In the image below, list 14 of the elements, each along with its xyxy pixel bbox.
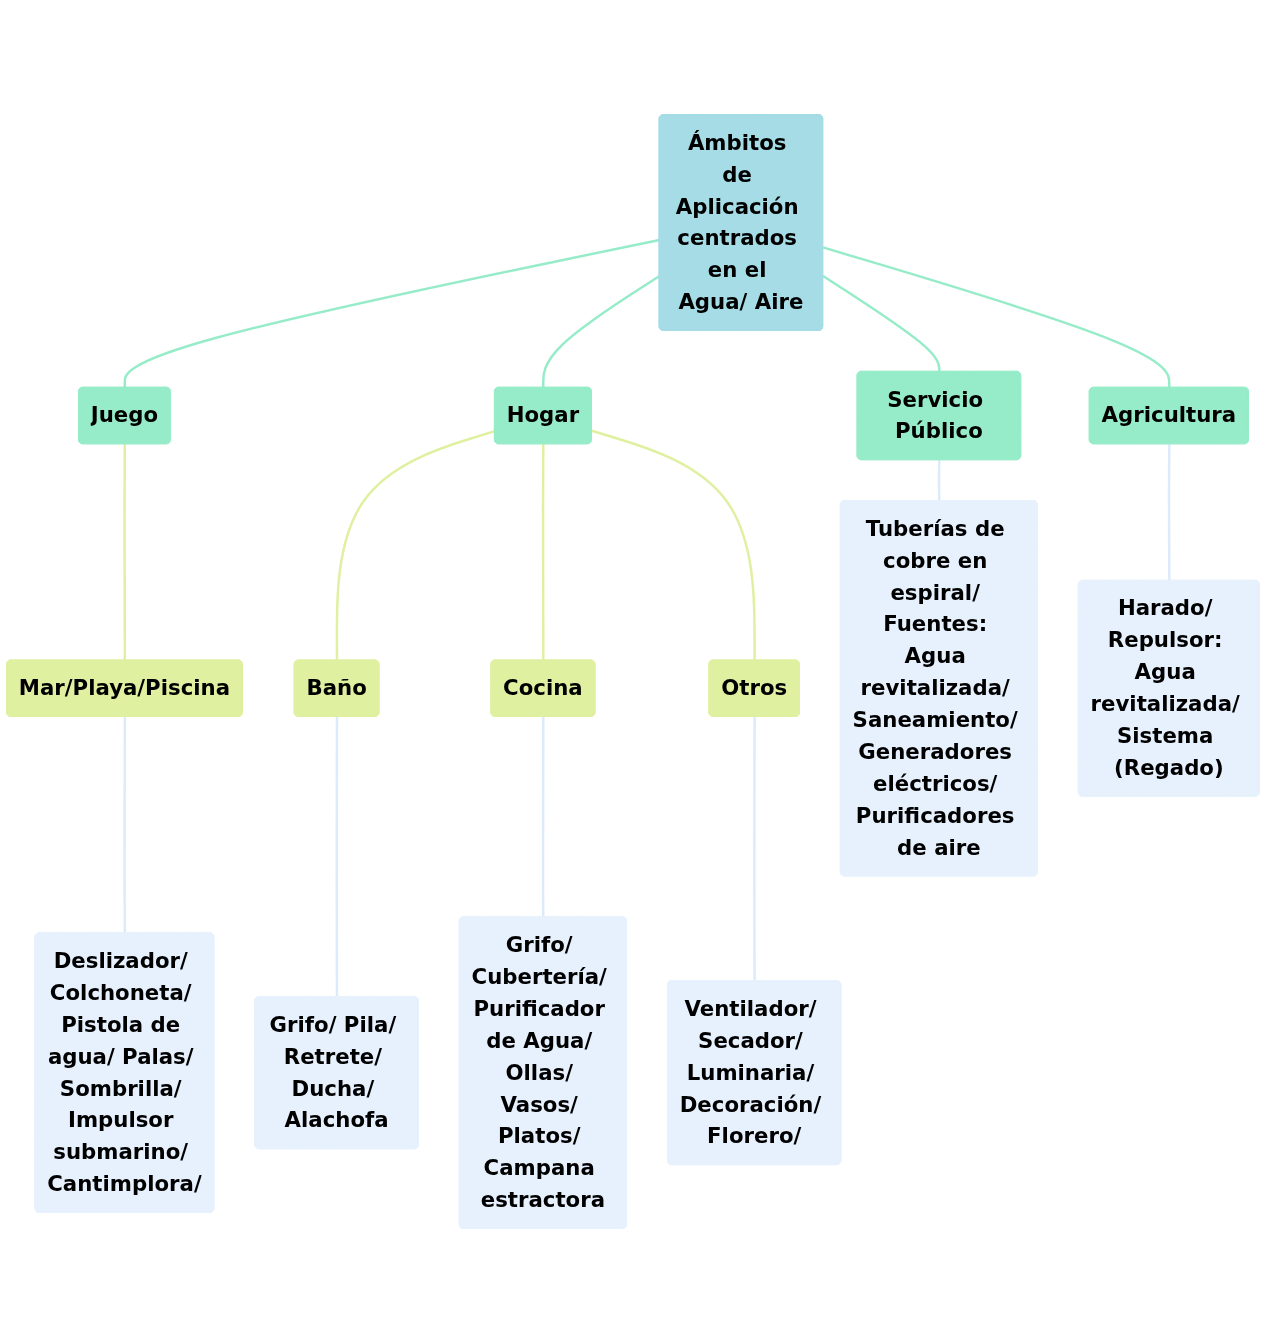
connector [822,246,1171,388]
connector [822,274,941,372]
connector [542,274,661,388]
connector [123,444,127,661]
connector [335,716,339,997]
connector [123,238,660,388]
connector [753,716,756,982]
connector [541,716,545,918]
connector [335,429,496,661]
connector [1167,444,1171,581]
connector [123,716,127,934]
connector [541,444,545,661]
connector [937,460,941,501]
connector [591,429,756,661]
